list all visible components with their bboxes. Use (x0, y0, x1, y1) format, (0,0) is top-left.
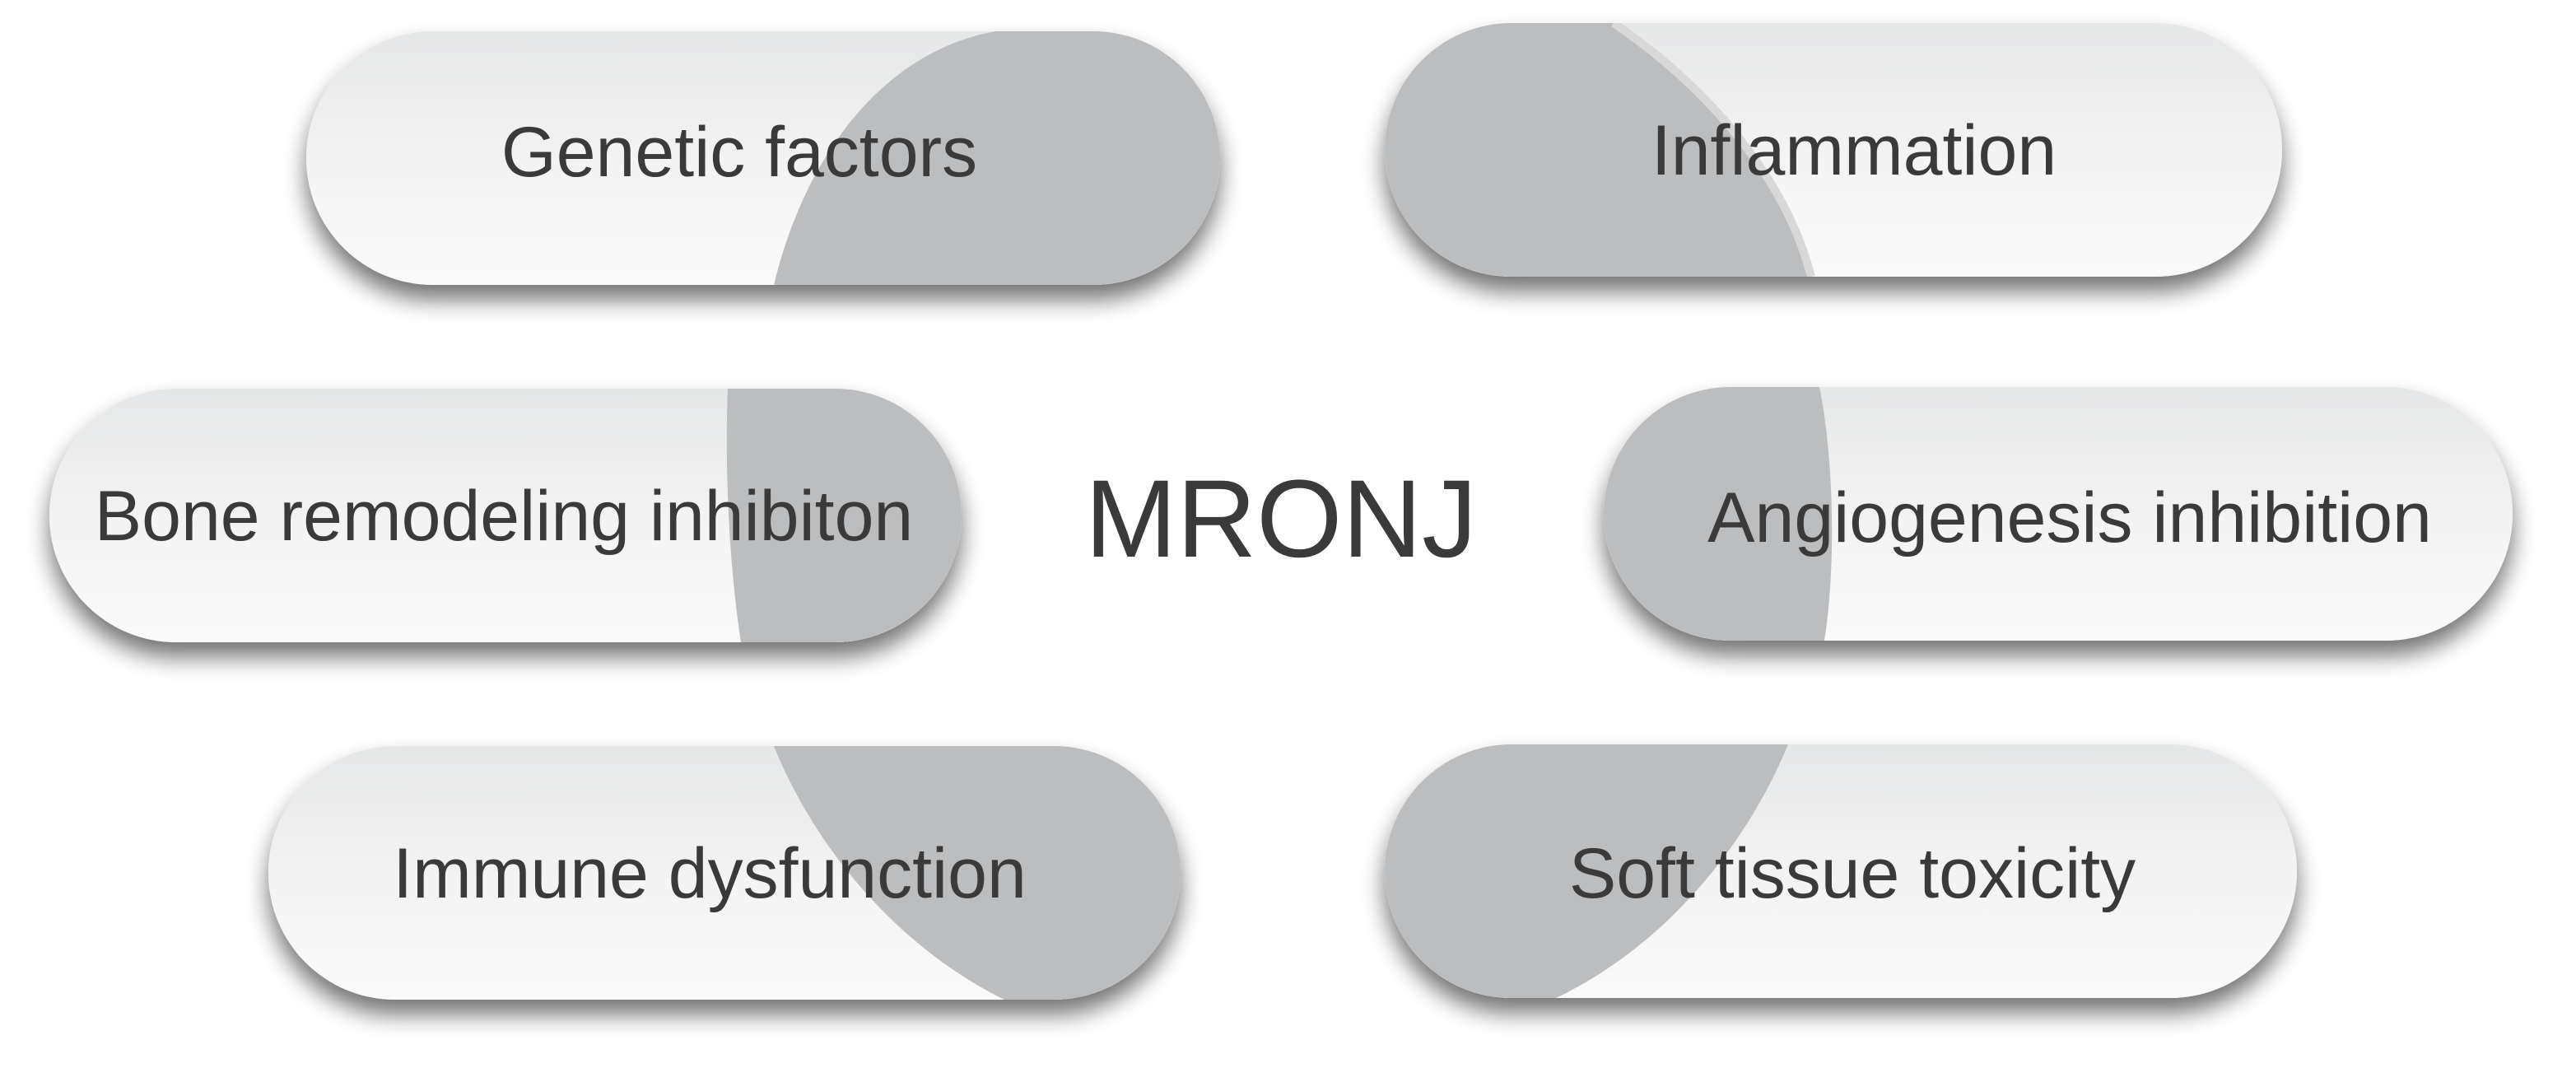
pill-inflammation (1385, 23, 2282, 277)
pill-immune-dysfunction (268, 746, 1181, 1000)
pill-soft-tissue-toxicity (1385, 744, 2297, 998)
center-label: MRONJ (1085, 458, 1477, 581)
pill-bone-remodeling-inhibiton (49, 389, 962, 642)
pill-genetic-factors (306, 31, 1220, 285)
label-bone-remodeling-inhibiton: Bone remodeling inhibiton (95, 477, 913, 556)
label-angiogenesis-inhibition: Angiogenesis inhibition (1707, 478, 2432, 557)
label-genetic-factors: Genetic factors (501, 113, 977, 192)
label-soft-tissue-toxicity: Soft tissue toxicity (1569, 834, 2136, 913)
label-immune-dysfunction: Immune dysfunction (393, 834, 1027, 913)
label-inflammation: Inflammation (1651, 111, 2057, 190)
pill-angiogenesis-inhibition (1604, 387, 2513, 641)
